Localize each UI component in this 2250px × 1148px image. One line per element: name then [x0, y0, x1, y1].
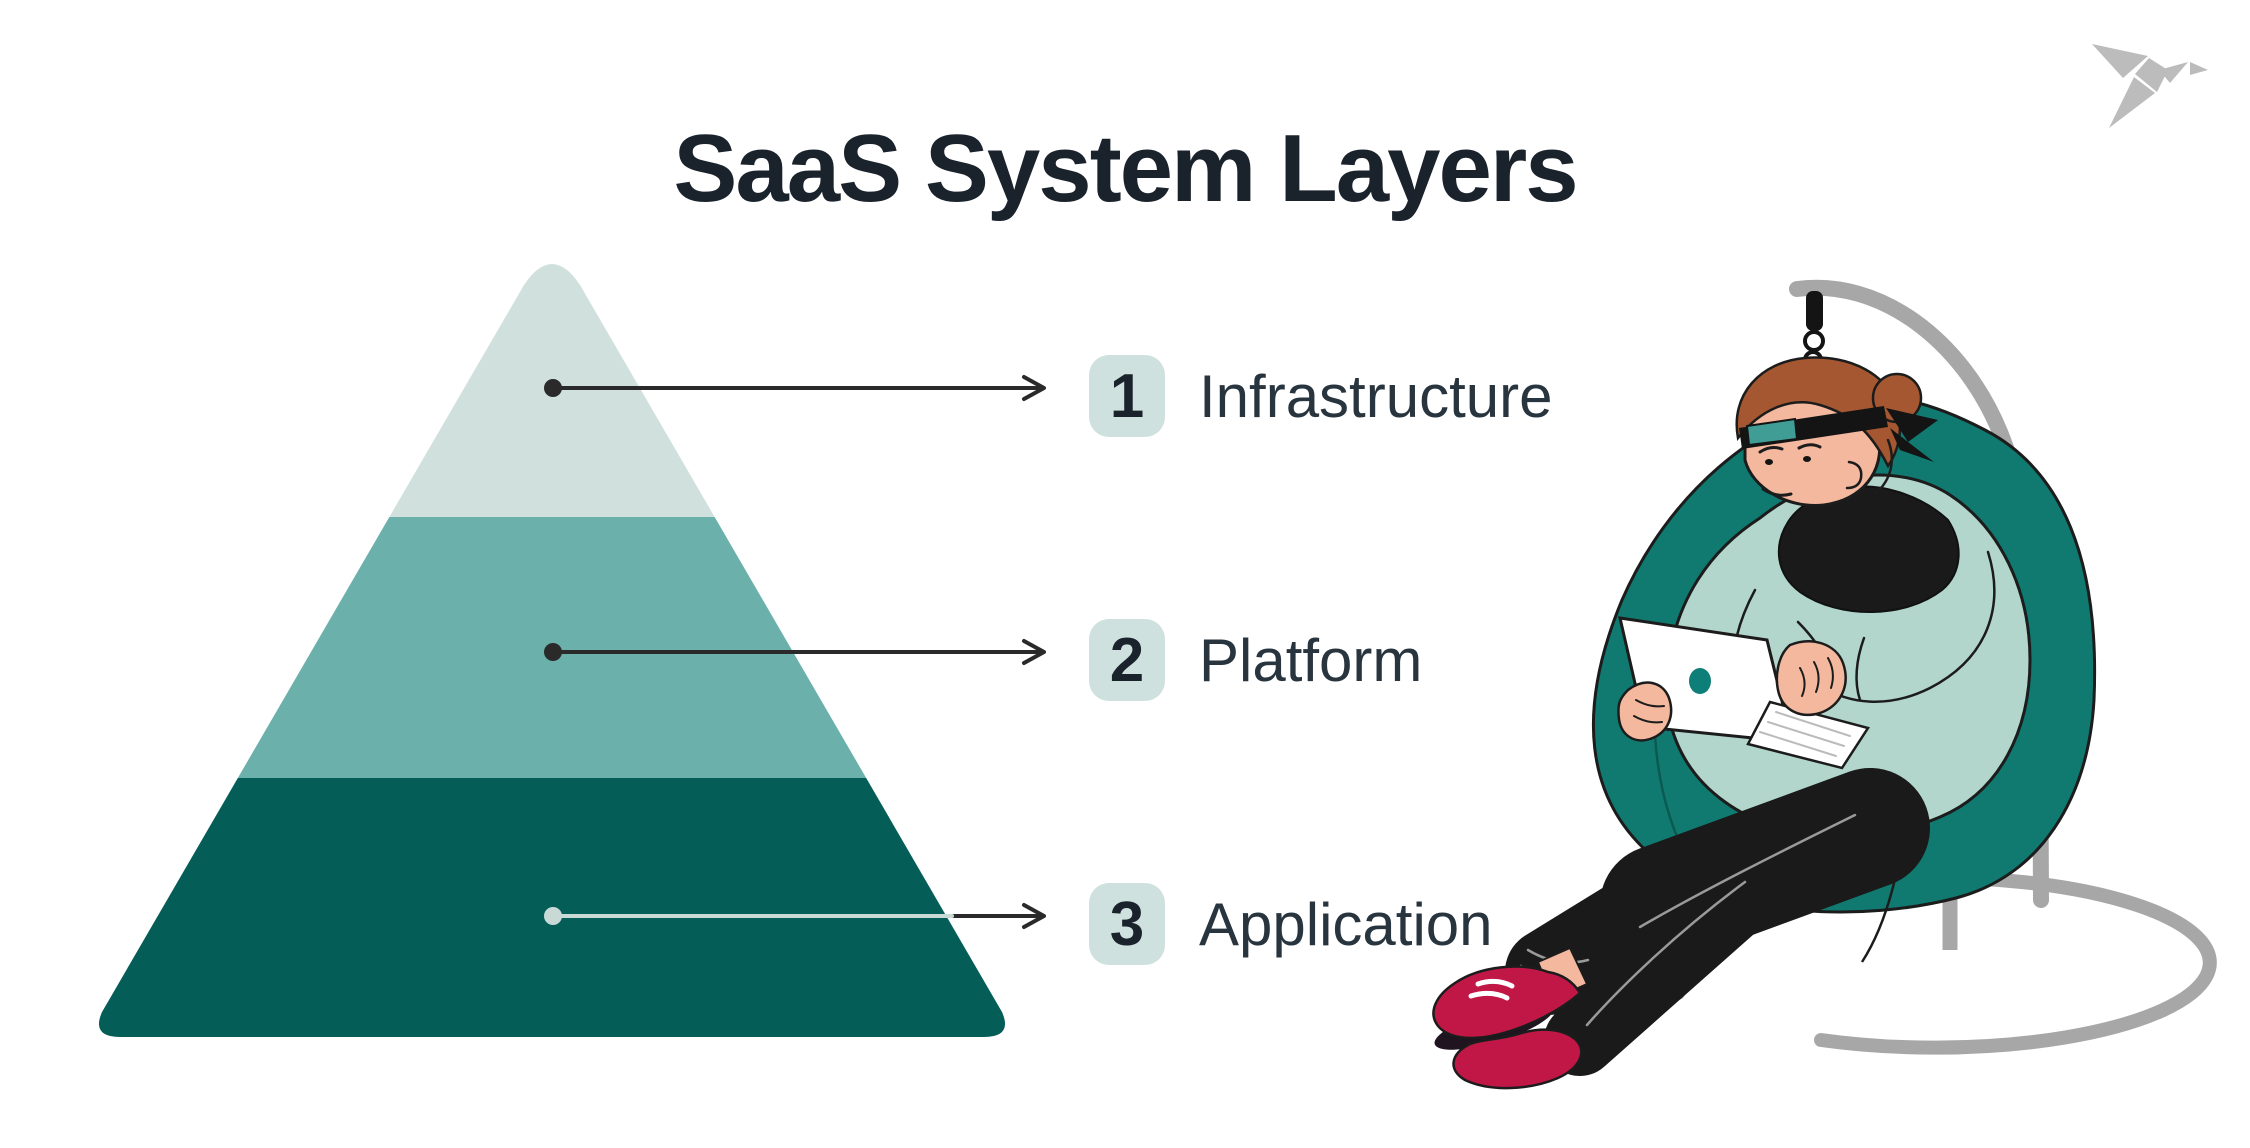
bird-neck: [2159, 62, 2188, 83]
headband-knot: [1886, 408, 1938, 462]
left-hand: [1617, 681, 1673, 742]
connector-dot-1: [544, 379, 562, 397]
eye-icon: [1765, 459, 1773, 465]
connector-dot-3: [544, 907, 562, 925]
arrowhead-1-icon: [1022, 375, 1046, 401]
face-details: [1758, 443, 1863, 497]
level-2-label: Platform: [1199, 626, 1423, 694]
legs: [1505, 768, 1930, 1076]
chain-link-icon: [1803, 330, 1825, 352]
page-title: SaaS System Layers: [673, 115, 1578, 223]
arrowhead-3-icon: [1022, 903, 1046, 929]
arrowhead-2-icon: [1022, 639, 1046, 665]
level-row-infrastructure: 1 Infrastructure: [1089, 355, 1552, 437]
bird-body: [2135, 58, 2168, 92]
sneakers: [1432, 965, 1583, 1090]
connector-lines: [560, 375, 1046, 929]
sneaker: [1452, 1028, 1583, 1090]
level-2-badge: 2: [1089, 619, 1165, 701]
level-1-label: Infrastructure: [1199, 362, 1553, 430]
bird-beak: [2190, 62, 2208, 75]
level-row-application: 3 Application: [1089, 883, 1493, 965]
keyboard-keys: [1759, 711, 1851, 757]
shoe-laces: [1468, 978, 1515, 1001]
finger-lines: [1633, 657, 1834, 724]
laptop-logo-icon: [1689, 668, 1711, 694]
level-3-badge: 3: [1089, 883, 1165, 965]
person-illustration: [1432, 356, 2032, 1090]
bird-tail: [2109, 77, 2155, 128]
eye-icon: [1803, 456, 1811, 462]
headband-visor: [1745, 417, 1799, 447]
sneaker: [1432, 965, 1582, 1040]
connector-dot-2: [544, 643, 562, 661]
cable-clamp: [1806, 291, 1823, 331]
right-hand: [1775, 640, 1847, 717]
hair-strand: [1874, 438, 1893, 495]
level-3-label: Application: [1199, 890, 1493, 958]
bird-wing: [2092, 44, 2148, 78]
level-1-badge: 1: [1089, 355, 1165, 437]
hair: [1735, 356, 1902, 469]
origami-bird-logo: [2092, 44, 2208, 128]
level-row-platform: 2 Platform: [1089, 619, 1422, 701]
